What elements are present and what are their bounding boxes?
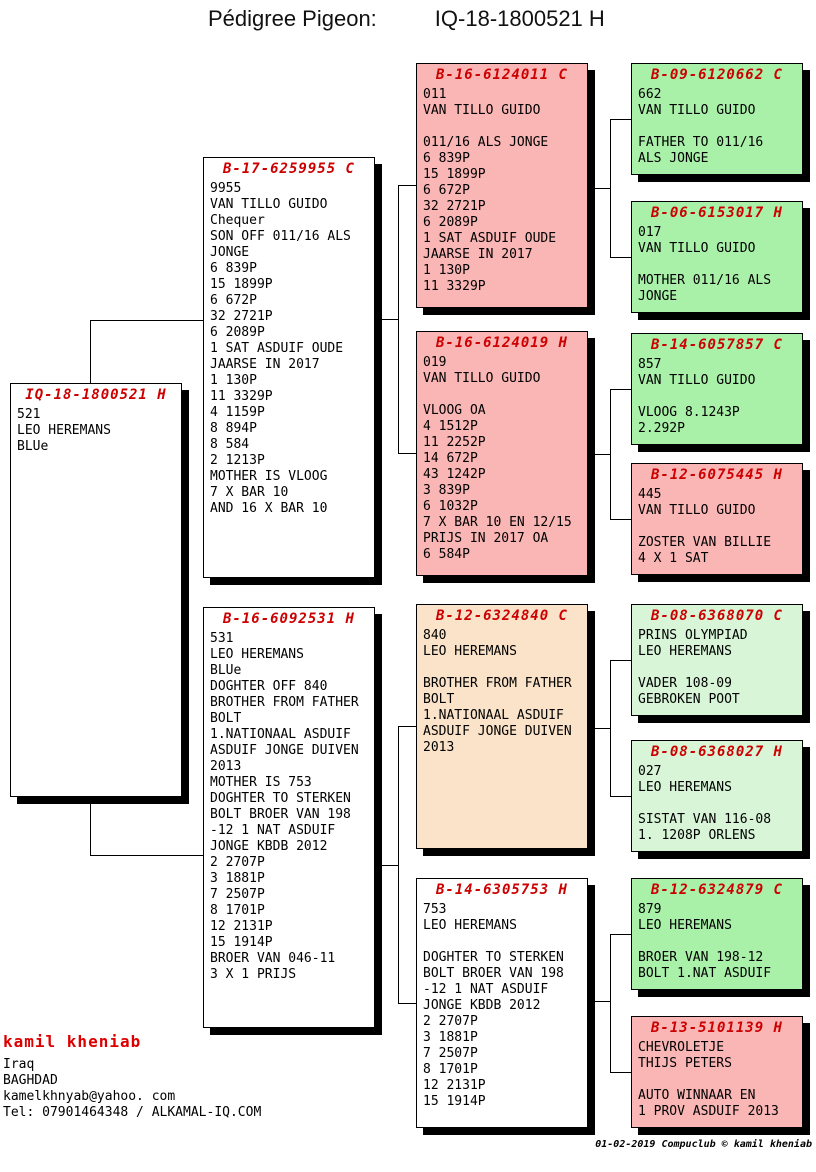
ring-header: B-08-6368027 H [650, 744, 783, 760]
pigeon-details: 857 VAN TILLO GUIDO VLOOG 8.1243P 2.292P [638, 357, 756, 436]
connector-line [398, 453, 416, 454]
ring-header: IQ-18-1800521 H [25, 387, 167, 403]
pigeon-details: 531 LEO HEREMANS BLUe DOGHTER OFF 840 BR… [210, 631, 359, 982]
pigeon-details: 879 LEO HEREMANS BROER VAN 198-12 BOLT 1… [638, 902, 772, 981]
connector-line [398, 726, 399, 1003]
connector-line [398, 185, 416, 186]
ring-header: B-08-6368070 C [650, 608, 783, 624]
pedigree-box-sire-sire-sire: B-09-6120662 C 662 VAN TILLO GUIDO FATHE… [631, 63, 803, 175]
pedigree-box-sire-dam: B-16-6124019 H 019 VAN TILLO GUIDO VLOOG… [416, 331, 588, 576]
connector-line [610, 660, 611, 796]
pigeon-details: 840 LEO HEREMANS BROTHER FROM FATHER BOL… [423, 628, 572, 755]
ring-header: B-17-6259955 C [222, 161, 355, 177]
pigeon-details: 662 VAN TILLO GUIDO FATHER TO 011/16 ALS… [638, 87, 764, 166]
ring-header: B-16-6124019 H [435, 335, 568, 351]
owner-city: BAGHDAD [3, 1073, 58, 1088]
pedigree-box-dam-dam-dam: B-13-5101139 H CHEVROLETJE THIJS PETERS … [631, 1016, 803, 1128]
pedigree-box-sire-sire: B-16-6124011 C 011 VAN TILLO GUIDO 011/1… [416, 63, 588, 308]
pigeon-details: 753 LEO HEREMANS DOGHTER TO STERKEN BOLT… [423, 902, 564, 1109]
pigeon-details: 445 VAN TILLO GUIDO ZOSTER VAN BILLIE 4 … [638, 487, 772, 566]
pedigree-box-dam: B-16-6092531 H 531 LEO HEREMANS BLUe DOG… [203, 607, 375, 1028]
ring-header: B-14-6305753 H [435, 882, 568, 898]
connector-line [610, 796, 631, 797]
connector-line [398, 726, 416, 727]
owner-country: Iraq [3, 1057, 35, 1072]
connector-line [398, 1003, 416, 1004]
ring-header: B-16-6092531 H [222, 611, 355, 627]
title-ring-number: IQ-18-1800521 H [434, 6, 605, 31]
owner-name: kamil kheniab [3, 1032, 142, 1051]
page-title: Pédigree Pigeon: IQ-18-1800521 H [208, 6, 605, 32]
title-label: Pédigree Pigeon: [208, 6, 377, 31]
pigeon-details: 017 VAN TILLO GUIDO MOTHER 011/16 ALS JO… [638, 225, 772, 304]
connector-line [90, 320, 203, 321]
pedigree-box-dam-sire-sire: B-08-6368070 C PRINS OLYMPIAD LEO HEREMA… [631, 604, 803, 716]
connector-line [610, 1072, 631, 1073]
connector-line [610, 119, 631, 120]
pedigree-box-dam-sire-dam: B-08-6368027 H 027 LEO HEREMANS SISTAT V… [631, 740, 803, 852]
connector-line [610, 257, 631, 258]
pigeon-details: PRINS OLYMPIAD LEO HEREMANS VADER 108-09… [638, 628, 748, 707]
connector-line [610, 660, 631, 661]
connector-line [610, 389, 611, 519]
connector-line [588, 728, 610, 729]
connector-line [375, 319, 398, 320]
pedigree-box-dam-dam: B-14-6305753 H 753 LEO HEREMANS DOGHTER … [416, 878, 588, 1128]
pigeon-details: 521 LEO HEREMANS BLUe [17, 407, 111, 454]
connector-line [90, 797, 91, 855]
pedigree-box-subject: IQ-18-1800521 H 521 LEO HEREMANS BLUe [10, 383, 182, 797]
pedigree-box-sire-dam-dam: B-12-6075445 H 445 VAN TILLO GUIDO ZOSTE… [631, 463, 803, 575]
connector-line [588, 188, 610, 189]
connector-line [375, 865, 398, 866]
ring-header: B-12-6075445 H [650, 467, 783, 483]
pigeon-details: 019 VAN TILLO GUIDO VLOOG OA 4 1512P 11 … [423, 355, 572, 562]
ring-header: B-14-6057857 C [650, 337, 783, 353]
pedigree-box-sire-sire-dam: B-06-6153017 H 017 VAN TILLO GUIDO MOTHE… [631, 201, 803, 313]
owner-email: kamelkhnyab@yahoo. com [3, 1089, 176, 1104]
pedigree-box-dam-sire: B-12-6324840 C 840 LEO HEREMANS BROTHER … [416, 604, 588, 849]
ring-header: B-12-6324840 C [435, 608, 568, 624]
compuclub-stamp: 01-02-2019 Compuclub © kamil kheniab [595, 1139, 812, 1150]
ring-header: B-06-6153017 H [650, 205, 783, 221]
connector-line [610, 934, 631, 935]
owner-contact-block: kamil kheniab Iraq BAGHDAD kamelkhnyab@y… [3, 1032, 261, 1121]
connector-line [610, 519, 631, 520]
pigeon-details: 027 LEO HEREMANS SISTAT VAN 116-08 1. 12… [638, 764, 772, 843]
pigeon-details: 9955 VAN TILLO GUIDO Chequer SON OFF 011… [210, 181, 351, 516]
connector-line [610, 389, 631, 390]
pedigree-box-sire-dam-sire: B-14-6057857 C 857 VAN TILLO GUIDO VLOOG… [631, 333, 803, 445]
pigeon-details: 011 VAN TILLO GUIDO 011/16 ALS JONGE 6 8… [423, 87, 557, 294]
connector-line [90, 320, 91, 384]
ring-header: B-12-6324879 C [650, 882, 783, 898]
pigeon-details: CHEVROLETJE THIJS PETERS AUTO WINNAAR EN… [638, 1040, 779, 1119]
connector-line [90, 855, 203, 856]
connector-line [610, 119, 611, 257]
pedigree-box-dam-dam-sire: B-12-6324879 C 879 LEO HEREMANS BROER VA… [631, 878, 803, 990]
ring-header: B-13-5101139 H [650, 1020, 783, 1036]
ring-header: B-09-6120662 C [650, 67, 783, 83]
connector-line [610, 934, 611, 1072]
connector-line [398, 185, 399, 453]
owner-phone: Tel: 07901464348 / ALKAMAL-IQ.COM [3, 1105, 262, 1120]
connector-line [588, 454, 610, 455]
connector-line [588, 1001, 610, 1002]
ring-header: B-16-6124011 C [435, 67, 568, 83]
pedigree-box-sire: B-17-6259955 C 9955 VAN TILLO GUIDO Cheq… [203, 157, 375, 578]
